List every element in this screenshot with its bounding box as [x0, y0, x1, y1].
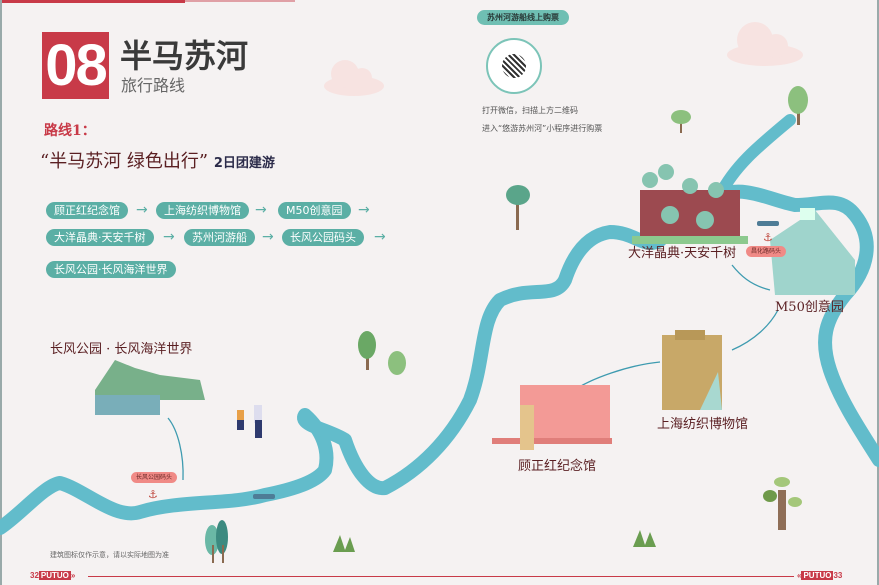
boat-icon — [757, 221, 779, 226]
stop-pill: 长风公园·长风海洋世界 — [46, 261, 176, 278]
brand-mark: PUTUO — [38, 571, 71, 580]
arrow-right-icon: → — [255, 202, 267, 218]
place-label: 大洋晶典·天安千树 — [628, 246, 737, 261]
tree-icon — [788, 86, 808, 125]
anchor-icon: ⚓ — [763, 231, 773, 244]
route-label: 路线1： — [44, 123, 96, 139]
ticket-instruction-2: 进入“悠游苏州河”小程序进行购票 — [482, 124, 603, 133]
ticket-instruction-1: 打开微信，扫描上方二维码 — [482, 106, 578, 115]
tree-icon — [358, 331, 406, 375]
page-number: 33 — [833, 571, 843, 580]
arrow-right-icon: → — [374, 229, 386, 245]
arrow-right-icon: → — [136, 202, 148, 218]
arrow-right-icon: → — [358, 202, 370, 218]
place-label: 长风公园 · 长风海洋世界 — [50, 342, 193, 357]
slogan-text: “半马苏河 绿色出行” — [40, 151, 209, 172]
arrow-right-icon: → — [163, 229, 175, 245]
page-subtitle: 旅行路线 — [121, 76, 186, 95]
textile-museum-illustration — [662, 330, 722, 410]
place-label: 顾正红纪念馆 — [518, 459, 597, 474]
place-label: 上海纺织博物馆 — [657, 417, 749, 432]
stop-pill: M50创意园 — [278, 202, 351, 219]
tourists-icon — [237, 405, 262, 438]
brand-mark: PUTUO — [801, 571, 834, 580]
pier-label: 长风公园码头 — [131, 472, 178, 483]
stop-pill: 大洋晶典·天安千树 — [46, 229, 154, 246]
route-slogan: “半马苏河 绿色出行” 2日团建游 — [40, 150, 275, 174]
page-number: 32 — [30, 571, 39, 580]
tree-icon — [763, 477, 802, 530]
gu-zhenghong-memorial-illustration — [492, 385, 612, 450]
cloud-icon — [324, 22, 803, 96]
m50-illustration — [770, 208, 855, 295]
arrow-right-icon: → — [262, 229, 274, 245]
place-label: M50创意园 — [775, 300, 844, 315]
pier-label: 昌化路码头 — [746, 246, 787, 257]
tree-icon — [506, 185, 530, 230]
ocean-world-illustration — [95, 360, 205, 415]
anchor-icon: ⚓ — [148, 488, 158, 501]
stop-pill: 苏州河游船 — [184, 229, 255, 246]
page-title: 半马苏河 — [120, 37, 249, 75]
stop-pill: 顾正红纪念馆 — [46, 202, 128, 219]
slogan-suffix: 2日团建游 — [213, 156, 275, 171]
map-disclaimer: 建筑图标仅作示意，请以实际地图为准 — [50, 551, 169, 559]
stop-pill: 上海纺织博物馆 — [156, 202, 249, 219]
qr-code-icon[interactable] — [486, 38, 542, 94]
tree-icon — [671, 110, 691, 133]
boat-icon — [253, 494, 275, 499]
footer-divider — [88, 576, 794, 577]
grass-icon — [333, 530, 656, 552]
stop-pill: 长风公园码头 — [282, 229, 364, 246]
tianan-qianshu-illustration — [632, 164, 748, 244]
tree-icon — [205, 520, 228, 563]
ticket-heading: 苏州河游船线上购票 — [477, 10, 569, 25]
route-number: 08 — [42, 32, 109, 99]
